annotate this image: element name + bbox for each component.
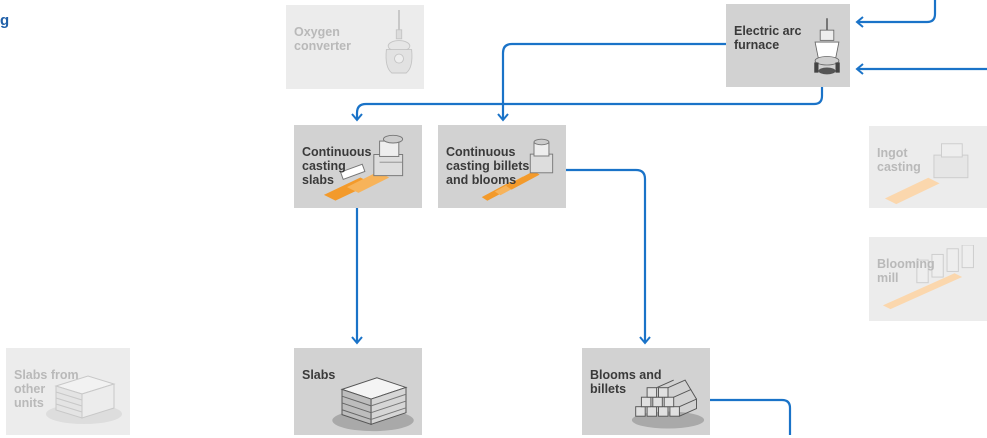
node-label: Blooms and billets — [590, 368, 662, 396]
node-label: Continuous casting billets and blooms — [446, 145, 530, 187]
node-label: Oxygen converter — [294, 25, 351, 53]
mill-icon — [882, 245, 974, 310]
node-oxygen-converter: Oxygen converter — [286, 5, 424, 89]
cropped-heading-fragment: g — [0, 12, 10, 29]
node-slabs: Slabs — [294, 348, 422, 435]
node-blooms-and-billets: Blooms and billets — [582, 348, 710, 435]
node-continuous-casting-slabs: Continuous casting slabs — [294, 125, 422, 208]
node-label: Slabs — [302, 368, 336, 382]
node-ingot-casting: Ingot casting — [869, 126, 987, 208]
node-label: Ingot casting — [877, 146, 921, 174]
billet-bundle-icon — [631, 379, 705, 429]
node-slabs-from-other-units: Slabs from other units — [6, 348, 130, 435]
flow-arrow-furnace-to-slab-caster — [351, 87, 824, 122]
flow-arrow-into-furnace-top — [855, 0, 937, 28]
node-label: Electric arc furnace — [734, 24, 802, 52]
node-continuous-casting-billets-blooms: Continuous casting billets and blooms — [438, 125, 566, 208]
slab-caster-icon — [323, 134, 404, 201]
flow-arrow-furnace-to-billet-caster — [497, 42, 726, 122]
flow-arrow-billet-caster-to-blooms — [566, 168, 651, 345]
converter-icon — [385, 10, 413, 74]
flow-arrow-blooms-outgoing — [710, 398, 792, 435]
node-label: Slabs from other units — [14, 368, 79, 410]
slab-stack-icon — [46, 375, 122, 424]
node-electric-arc-furnace: Electric arc furnace — [726, 4, 850, 87]
node-label: Blooming mill — [877, 257, 935, 285]
slab-stack-icon — [332, 377, 414, 432]
node-label: Continuous casting slabs — [302, 145, 372, 187]
node-blooming-mill: Blooming mill — [869, 237, 987, 321]
ingot-caster-icon — [884, 143, 969, 205]
billet-caster-icon — [481, 138, 554, 201]
furnace-icon — [814, 18, 840, 75]
